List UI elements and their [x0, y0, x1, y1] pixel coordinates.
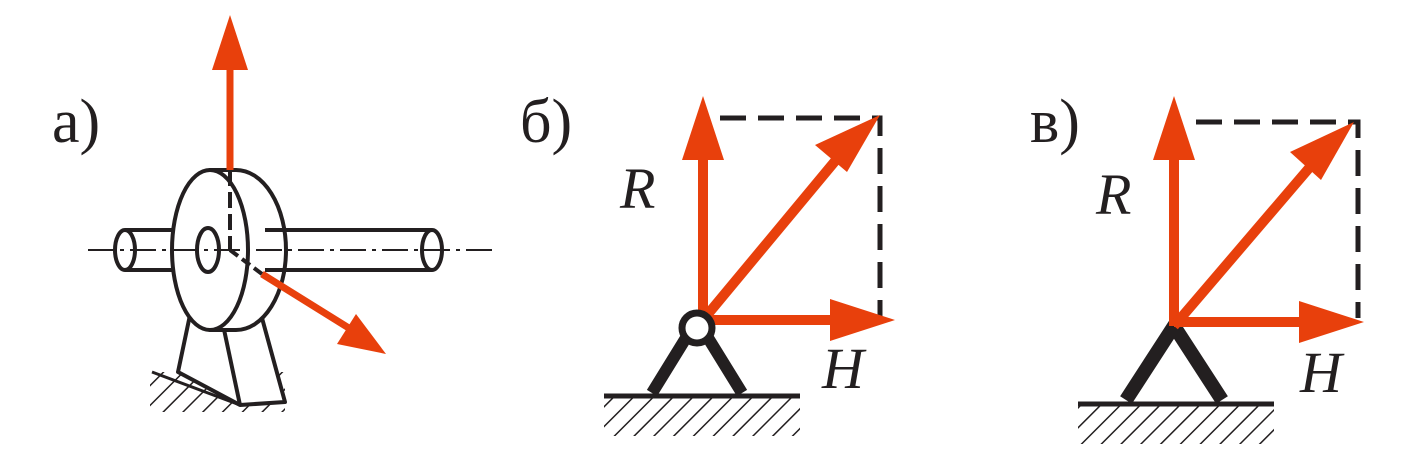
panel-c-resultant-arrow [1170, 122, 1354, 330]
panel-a-hidden-diagonal [228, 248, 264, 276]
panel-b-r-arrow [682, 96, 724, 320]
panel-b-h-arrow [703, 299, 895, 341]
panel-a-bearing-ring [170, 168, 432, 332]
panel-a-vertical-force-arrow [212, 15, 248, 170]
panel-a-label: а) [52, 88, 100, 156]
panel-c-ground [1078, 401, 1274, 444]
panel-a: а) [52, 15, 492, 412]
panel-b: б) R H [520, 88, 895, 436]
panel-c-triangle-support [1120, 313, 1228, 404]
panel-c-r-label: R [1095, 162, 1131, 227]
panel-b-resultant-arrow [699, 115, 880, 324]
panel-b-dashed-projection [720, 115, 883, 318]
panel-c-dashed-projection [1196, 119, 1361, 318]
panel-c-h-arrow [1174, 301, 1364, 343]
panel-b-h-label: H [821, 336, 867, 401]
panel-c-h-label: H [1299, 340, 1345, 405]
panel-c-r-arrow [1153, 96, 1195, 326]
panel-a-diagonal-force-arrow [260, 271, 386, 354]
panel-b-label: б) [520, 88, 572, 156]
panel-b-hinge-pin [678, 309, 716, 347]
panel-c: в) R H [1030, 88, 1364, 444]
panel-b-ground [604, 393, 800, 436]
panel-c-label: в) [1030, 88, 1080, 156]
panel-b-r-label: R [619, 156, 655, 221]
